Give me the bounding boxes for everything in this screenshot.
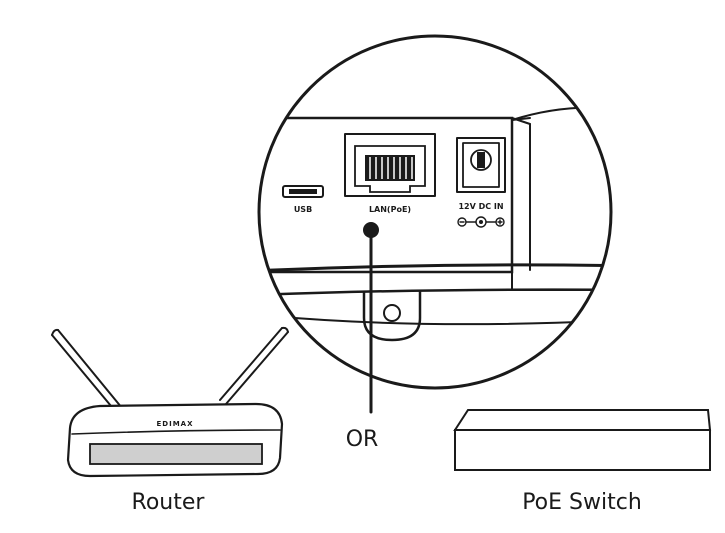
poe-switch: PoE Switch [453,409,712,515]
connection-pointer: OR [346,222,379,452]
dc-port: 12V DC IN [456,137,506,228]
router: EDIMAX Router [51,326,289,515]
usb-label: USB [294,205,312,214]
switch-label: PoE Switch [522,490,642,515]
router-brand: EDIMAX [157,420,194,428]
usb-port: USB [282,185,324,214]
device-closeup: USB LAN(PoE) 12V DC IN [257,34,613,390]
lan-port: LAN(PoE) [344,133,436,214]
zoom-circle [257,34,613,390]
or-label: OR [346,427,379,452]
dc-label: 12V DC IN [458,202,503,211]
polarity-icon [457,216,505,228]
router-front-panel [89,443,263,465]
router-label: Router [132,490,206,515]
lan-label: LAN(PoE) [369,205,411,214]
